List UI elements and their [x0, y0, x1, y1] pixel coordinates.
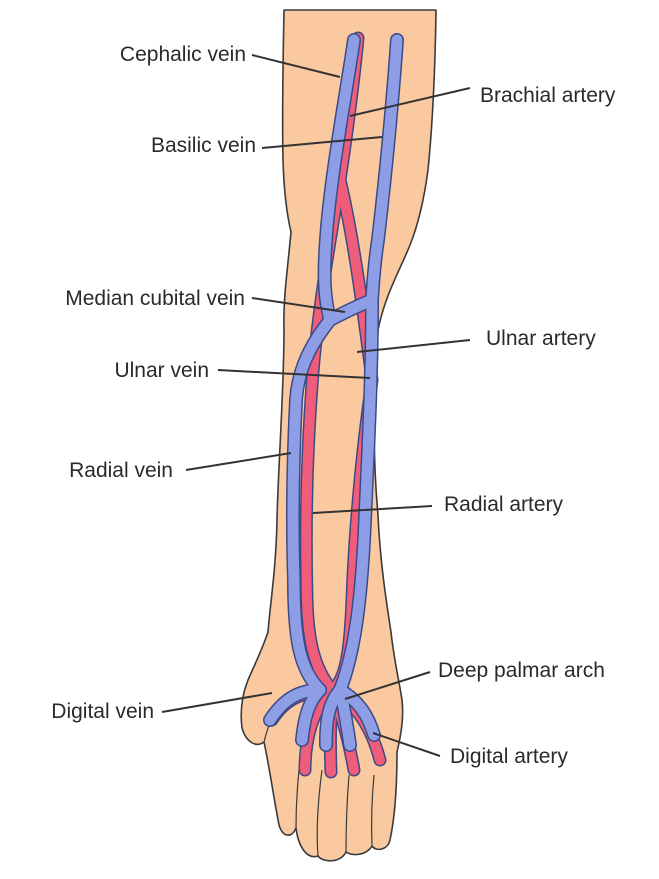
- label-deep-palmar-arch: Deep palmar arch: [438, 660, 605, 681]
- label-median-cubital-vein: Median cubital vein: [65, 288, 245, 309]
- label-digital-artery: Digital artery: [450, 746, 568, 767]
- label-radial-artery: Radial artery: [444, 494, 563, 515]
- label-basilic-vein: Basilic vein: [151, 135, 256, 156]
- label-ulnar-artery: Ulnar artery: [486, 328, 596, 349]
- label-radial-vein: Radial vein: [69, 460, 173, 481]
- leader-radial-vein: [186, 453, 291, 470]
- label-digital-vein: Digital vein: [51, 701, 154, 722]
- label-brachial-artery: Brachial artery: [480, 85, 615, 106]
- label-ulnar-vein: Ulnar vein: [114, 360, 209, 381]
- label-cephalic-vein: Cephalic vein: [120, 44, 246, 65]
